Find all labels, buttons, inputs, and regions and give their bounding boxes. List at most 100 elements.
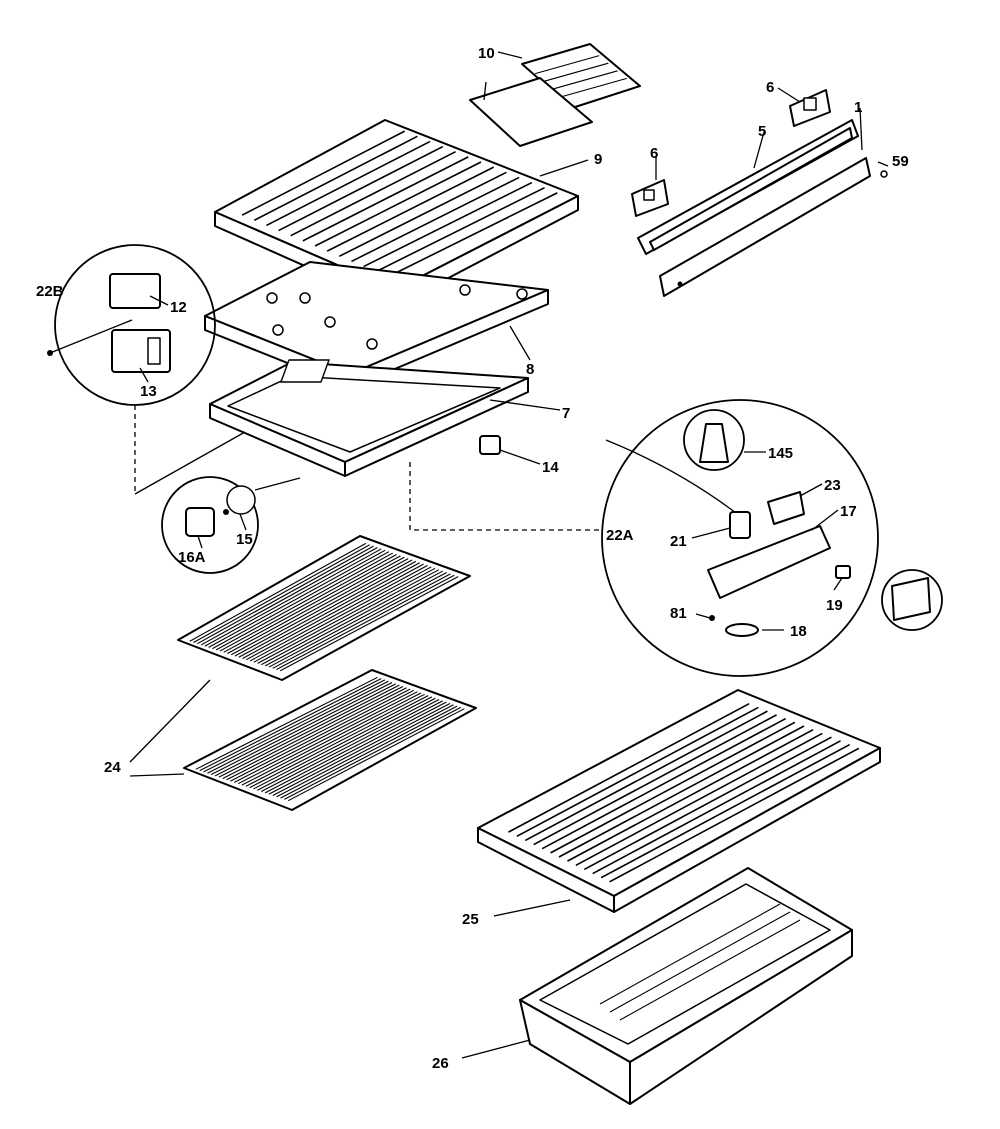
hatch-line	[249, 565, 428, 662]
hatch-line	[600, 743, 851, 879]
hatch-line	[567, 729, 814, 862]
freezer-ceiling-panel	[209, 359, 529, 477]
label-145: 145	[768, 445, 793, 462]
hatch-line	[553, 70, 618, 90]
hatch-line	[241, 692, 422, 786]
hatch-line	[508, 703, 750, 833]
label-22A: 22A	[606, 527, 634, 544]
label-5: 5	[758, 123, 766, 140]
label-6-top: 6	[766, 79, 774, 96]
hatch-line	[241, 130, 406, 216]
label-10: 10	[478, 45, 495, 62]
hatch-line	[223, 555, 401, 653]
label-21: 21	[670, 533, 687, 550]
hatch-line	[253, 696, 433, 790]
hatch-line	[363, 181, 533, 268]
hatch-line	[193, 544, 370, 643]
hatch-line	[280, 705, 458, 799]
hatch-line	[234, 559, 413, 657]
hatch-line	[279, 576, 459, 672]
hatch-line	[268, 701, 447, 795]
hatch-line	[260, 699, 440, 793]
hatch-line	[609, 747, 860, 883]
callout-bulb-socket	[161, 476, 259, 574]
hatch-line	[290, 151, 456, 237]
label-12: 12	[170, 299, 187, 316]
hatch-line	[276, 574, 455, 671]
hatch-line	[351, 176, 520, 263]
hatch-line	[200, 547, 378, 646]
label-26: 26	[432, 1055, 449, 1072]
hatch-line	[314, 161, 482, 247]
hatch-line	[524, 710, 768, 842]
hatch-line	[195, 676, 378, 770]
dashed-connector-right	[409, 462, 600, 531]
crisper-drawer	[519, 867, 853, 1105]
hatch-line	[302, 156, 469, 242]
label-19: 19	[826, 597, 843, 614]
hatch-line	[592, 740, 841, 875]
hatch-line	[544, 62, 609, 82]
hatch-line	[276, 704, 454, 798]
hatch-line	[284, 706, 462, 800]
callout-left-thermostat	[47, 244, 216, 406]
hatch-line	[562, 77, 627, 97]
hatch-line	[338, 171, 507, 258]
label-leaders	[129, 51, 889, 1059]
hatch-line	[541, 717, 787, 850]
leader-bulb-to-panel	[254, 477, 301, 491]
hatch-line	[199, 678, 382, 772]
label-14: 14	[542, 459, 559, 476]
hatch-line	[272, 573, 451, 669]
hatch-line	[214, 683, 396, 777]
hatch-line	[558, 725, 805, 858]
label-22B: 22B	[36, 283, 64, 300]
hatch-line	[287, 708, 465, 802]
hatch-line	[516, 706, 759, 837]
hatch-line	[208, 549, 386, 648]
hatch-line	[583, 736, 832, 871]
hatch-line	[264, 700, 443, 794]
hatch-line	[245, 693, 425, 787]
hatch-line	[253, 135, 418, 221]
label-59: 59	[892, 153, 909, 170]
hatch-line	[197, 545, 374, 645]
label-8: 8	[526, 361, 534, 378]
label-15: 15	[236, 531, 253, 548]
hatch-line	[230, 558, 409, 656]
hatch-line	[253, 566, 432, 663]
leader-left-to-panel	[134, 431, 246, 495]
hatch-line	[266, 140, 431, 227]
label-13: 13	[140, 383, 157, 400]
hatch-line	[210, 682, 393, 776]
hatch-line	[375, 186, 545, 273]
hatch-line	[204, 548, 382, 647]
hatch-line	[230, 688, 411, 782]
hatch-line	[234, 689, 415, 783]
hatch-line	[535, 55, 600, 75]
hatch-line	[246, 563, 424, 661]
hatch-line	[550, 721, 796, 854]
hatch-line	[268, 571, 447, 668]
hatch-line	[264, 570, 444, 667]
label-1: 1	[854, 99, 862, 116]
wire-shelf-lower	[183, 669, 477, 811]
hatch-line	[227, 556, 405, 655]
hatch-line	[533, 714, 777, 846]
hatch-line	[207, 680, 389, 774]
label-23: 23	[824, 477, 841, 494]
switch-part	[881, 569, 943, 631]
hatch-line	[222, 685, 404, 779]
hatch-line	[215, 552, 394, 651]
hatch-line	[387, 192, 558, 278]
label-17: 17	[840, 503, 857, 520]
callout-right-control	[601, 399, 879, 677]
hatch-line	[326, 166, 495, 252]
wire-shelf-upper	[177, 535, 471, 681]
hatch-line	[257, 697, 436, 791]
hatch-line	[261, 569, 440, 666]
label-81: 81	[670, 605, 687, 622]
hatch-line	[219, 553, 397, 652]
label-9: 9	[594, 151, 602, 168]
